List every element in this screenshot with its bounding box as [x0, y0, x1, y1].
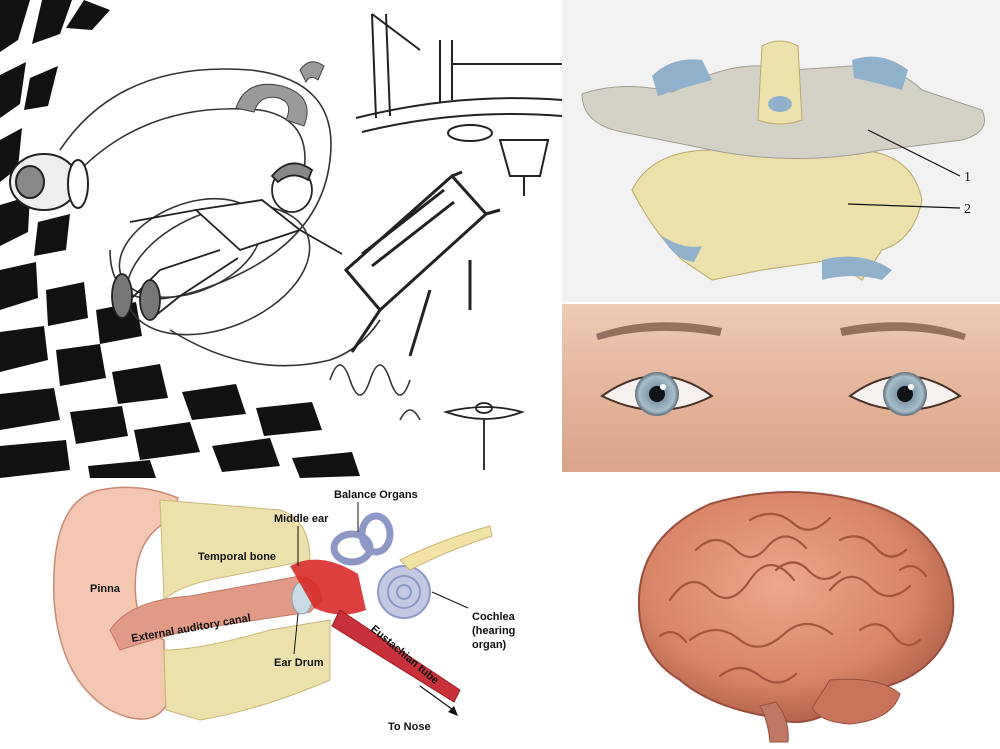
- temporal-bone-upper: [159, 499, 311, 602]
- eyes-photo: [562, 304, 1000, 472]
- eyes-photo-panel: [562, 304, 1000, 472]
- callout-2-label: 2: [964, 202, 971, 217]
- cochlea-label-line3: organ): [472, 639, 507, 651]
- cochlea-label-line2: (hearing: [472, 625, 515, 637]
- checkerboard-floor: [0, 0, 360, 478]
- vertigo-illustration: [0, 0, 562, 478]
- vertigo-illustration-panel: [0, 0, 562, 478]
- vertebra-body: [581, 40, 985, 281]
- balance-organs-label: Balance Organs: [334, 489, 418, 501]
- falling-man: [111, 162, 343, 321]
- ceiling-structure: [355, 13, 562, 196]
- middle-ear-shape: [290, 559, 366, 615]
- callout-1-label: 1: [964, 170, 971, 185]
- ear-leader-lines: [293, 502, 469, 655]
- brain-photo-panel: [600, 480, 1000, 749]
- temporal-bone-label: Temporal bone: [198, 551, 276, 563]
- callout-lines: [847, 129, 961, 209]
- auditory-nerve: [399, 525, 493, 571]
- right-eye: [848, 372, 962, 416]
- brain-model: [637, 491, 955, 743]
- atlas-vertebra-diagram: 1 2: [581, 40, 985, 281]
- question-mark-shapes: [235, 61, 325, 127]
- to-nose-arrow: [419, 685, 457, 713]
- left-eye: [600, 372, 714, 416]
- middle-ear-label: Middle ear: [274, 513, 329, 525]
- cochlea-label-line1: Cochlea: [472, 611, 516, 623]
- ear-anatomy-diagram: Balance Organs Middle ear Temporal bone …: [52, 486, 516, 733]
- pinna-label: Pinna: [90, 583, 121, 595]
- eyebrows: [596, 322, 966, 340]
- eustachian-tube-shape: [331, 609, 461, 703]
- floor-lamp: [442, 402, 525, 470]
- to-nose-label: To Nose: [388, 721, 431, 733]
- temporal-bone-lower: [163, 619, 331, 721]
- semicircular-canals: [330, 512, 394, 566]
- brain-shape: [637, 491, 955, 743]
- ear-drum-label: Ear Drum: [274, 657, 324, 669]
- to-nose-arrowhead: [448, 706, 458, 716]
- brain-gyri: [658, 512, 928, 684]
- cochlea-shape: [377, 565, 431, 619]
- chair: [343, 170, 501, 357]
- ear-anatomy-panel: Balance Organs Middle ear Temporal bone …: [40, 480, 520, 749]
- eye-lens: [9, 153, 89, 211]
- vertebra-panel: 1 2: [562, 0, 1000, 302]
